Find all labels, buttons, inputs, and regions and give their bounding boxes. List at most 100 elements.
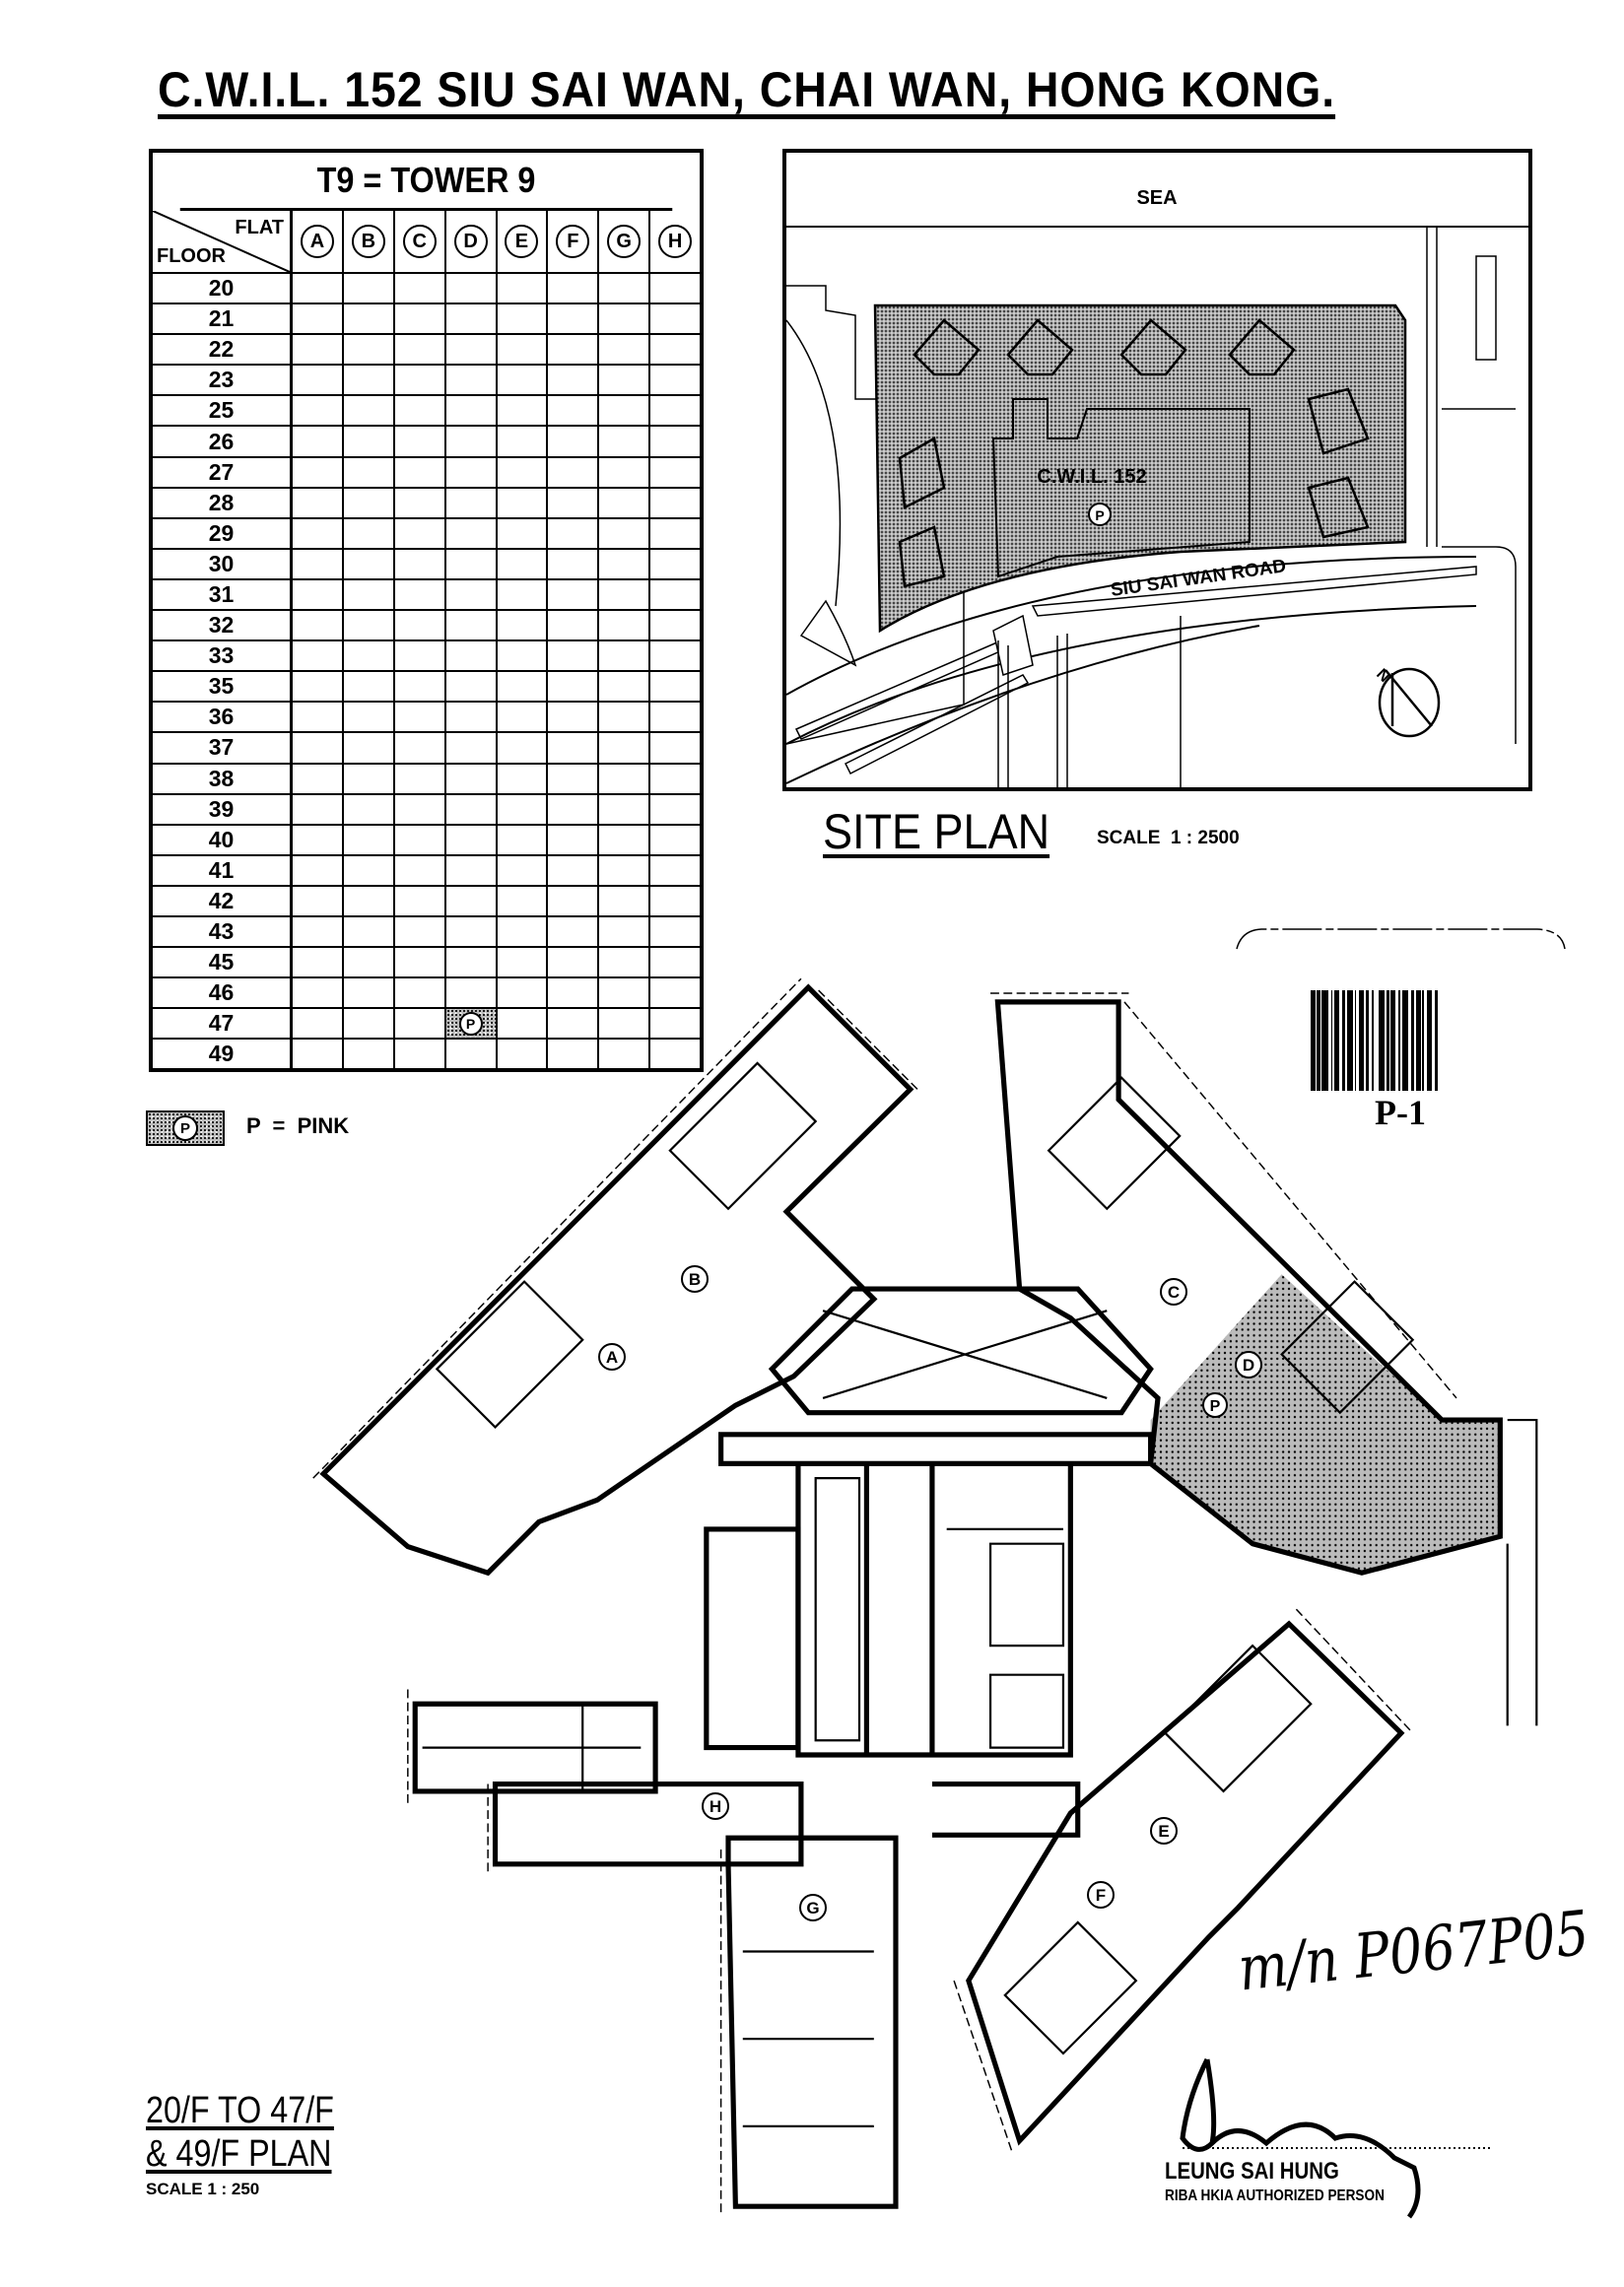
table-cell bbox=[599, 304, 651, 334]
barcode-bar bbox=[1398, 990, 1400, 1091]
table-cell bbox=[395, 794, 446, 824]
table-row: 28 bbox=[153, 488, 700, 519]
table-cell bbox=[548, 304, 600, 334]
table-cell bbox=[395, 335, 446, 365]
table-cell bbox=[395, 579, 446, 610]
table-cell bbox=[293, 764, 344, 793]
table-cell bbox=[498, 978, 549, 1008]
table-cell bbox=[446, 335, 498, 365]
pink-marker-label: P bbox=[1210, 1398, 1221, 1415]
table-cell bbox=[293, 518, 344, 548]
pink-mark: P bbox=[446, 1009, 496, 1038]
table-cell bbox=[344, 764, 395, 793]
table-cell bbox=[446, 672, 498, 702]
lot-c-w-i-l-152 bbox=[873, 303, 1407, 634]
table-cell bbox=[599, 518, 651, 548]
floor-plan-title-line1: 20/F TO 47/F bbox=[146, 2090, 334, 2131]
balcony-edges bbox=[312, 977, 1457, 2214]
adjacent-lot bbox=[786, 285, 965, 745]
barcode-bar bbox=[1438, 990, 1440, 1091]
flat-header-label: F bbox=[556, 225, 590, 258]
table-cell bbox=[395, 764, 446, 793]
table-cell bbox=[599, 488, 651, 517]
table-row: 45 bbox=[153, 948, 700, 979]
table-cell bbox=[548, 641, 600, 671]
table-cell bbox=[293, 335, 344, 365]
table-cell bbox=[395, 611, 446, 640]
flat-header-label: E bbox=[505, 225, 539, 258]
table-cell bbox=[599, 549, 651, 578]
table-cell bbox=[548, 366, 600, 395]
barcode-bar bbox=[1373, 990, 1379, 1091]
table-row: 30 bbox=[153, 549, 700, 580]
table-cell bbox=[599, 427, 651, 456]
table-row: 26 bbox=[153, 427, 700, 458]
table-cell bbox=[599, 794, 651, 824]
flat-c-marker-icon bbox=[1160, 1278, 1187, 1306]
table-cell bbox=[446, 886, 498, 915]
flat-g-label: G bbox=[806, 1899, 819, 1917]
flat-header-b: B bbox=[344, 211, 395, 272]
table-cell bbox=[498, 733, 549, 763]
table-row: 21 bbox=[153, 304, 700, 336]
table-cell bbox=[446, 488, 498, 517]
legend-text: P = PINK bbox=[246, 1113, 350, 1138]
barcode-bar bbox=[1431, 990, 1436, 1091]
table-cell bbox=[498, 703, 549, 732]
floor-number: 47 bbox=[153, 1009, 293, 1039]
table-cell bbox=[446, 794, 498, 824]
lot-marker: P bbox=[1095, 507, 1104, 523]
floor-number: 37 bbox=[153, 733, 293, 763]
barcode-bar bbox=[1338, 990, 1342, 1091]
site-plan-drawing: SEA C.W.I.L. 152 P SIU SAI WAN ROAD bbox=[786, 187, 1528, 787]
barcode-bar bbox=[1385, 990, 1387, 1091]
table-cell bbox=[293, 672, 344, 702]
table-cell bbox=[446, 978, 498, 1008]
interior-partitions bbox=[422, 1061, 1538, 2127]
barcode-bar bbox=[1407, 990, 1412, 1091]
table-cell bbox=[498, 886, 549, 915]
table-cell bbox=[344, 457, 395, 487]
table-cell bbox=[293, 457, 344, 487]
table-cell bbox=[395, 457, 446, 487]
table-cell bbox=[293, 396, 344, 426]
table-row: 36 bbox=[153, 703, 700, 734]
table-cell bbox=[599, 978, 651, 1008]
table-cell bbox=[344, 335, 395, 365]
floor-number: 22 bbox=[153, 335, 293, 365]
barcode-bar bbox=[1317, 990, 1320, 1091]
barcode-bar bbox=[1320, 990, 1322, 1091]
pink-marker-icon bbox=[1202, 1392, 1228, 1418]
table-cell bbox=[548, 518, 600, 548]
table-cell bbox=[293, 948, 344, 977]
flat-f-label: F bbox=[1096, 1886, 1106, 1905]
floor-number: 23 bbox=[153, 366, 293, 395]
table-cell bbox=[293, 978, 344, 1008]
table-cell bbox=[293, 855, 344, 885]
table-cell bbox=[395, 855, 446, 885]
barcode-bar bbox=[1321, 990, 1328, 1091]
floor-number: 32 bbox=[153, 611, 293, 640]
site-plan: SEA C.W.I.L. 152 P SIU SAI WAN ROAD bbox=[782, 149, 1532, 791]
table-cell bbox=[599, 825, 651, 854]
signature-title: RIBA HKIA AUTHORIZED PERSON bbox=[1165, 2187, 1385, 2204]
table-cell bbox=[344, 518, 395, 548]
barcode-bar bbox=[1327, 990, 1331, 1091]
table-row: 49 bbox=[153, 1040, 700, 1069]
table-cell bbox=[446, 855, 498, 885]
flat-a-marker-icon bbox=[598, 1343, 626, 1371]
table-cell bbox=[446, 916, 498, 947]
table-cell bbox=[344, 366, 395, 395]
barcode-bar bbox=[1333, 990, 1339, 1091]
table-cell bbox=[446, 611, 498, 640]
table-cell bbox=[599, 274, 651, 303]
table-cell bbox=[498, 611, 549, 640]
floor-number: 27 bbox=[153, 457, 293, 487]
barcode-bar bbox=[1388, 990, 1391, 1091]
table-cell bbox=[344, 916, 395, 947]
table-cell bbox=[498, 366, 549, 395]
lot-label: C.W.I.L. 152 bbox=[1037, 466, 1146, 488]
flat-header-label: G bbox=[607, 225, 642, 258]
table-cell bbox=[498, 794, 549, 824]
